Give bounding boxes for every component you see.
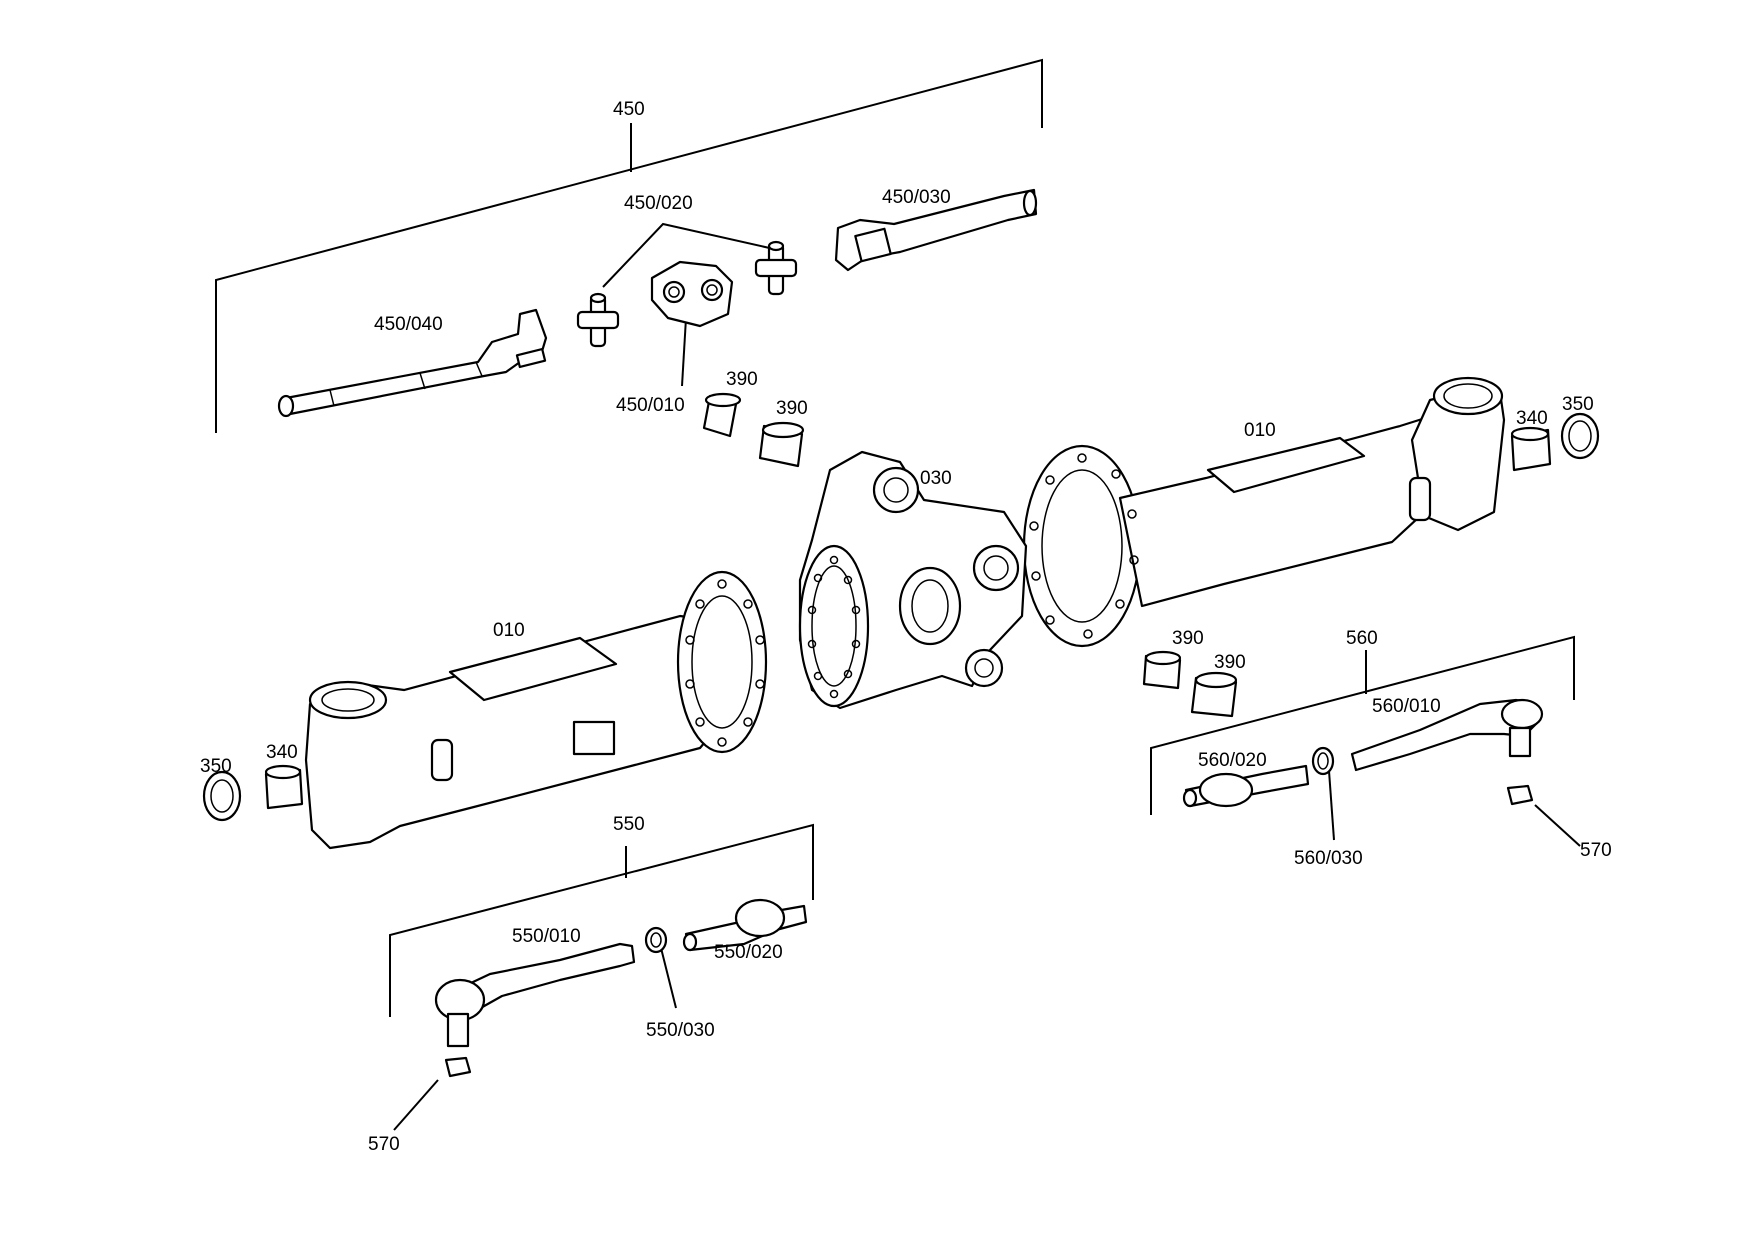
label-390-b: 390 <box>776 398 808 419</box>
label-550-010: 550/010 <box>512 926 581 947</box>
label-560-020: 560/020 <box>1198 750 1267 771</box>
bushing-390-lower-2 <box>1190 671 1238 718</box>
bolt-pattern <box>1029 453 1139 639</box>
cross-joint-450-020-left <box>576 292 620 348</box>
ball-joint-560-020 <box>1182 764 1310 808</box>
differential-housing-030 <box>798 450 1028 710</box>
group-bracket-560 <box>1150 635 1575 815</box>
seal-350-left <box>202 770 242 822</box>
label-350-right: 350 <box>1562 394 1594 415</box>
label-450-010: 450/010 <box>616 395 685 416</box>
bushing-390-upper-2 <box>758 421 805 468</box>
label-390-c: 390 <box>1172 628 1204 649</box>
nut-570-left <box>444 1056 472 1078</box>
label-550-020: 550/020 <box>714 942 783 963</box>
label-390-d: 390 <box>1214 652 1246 673</box>
axle-housing-010-left <box>304 570 768 850</box>
label-010-left: 010 <box>493 620 525 641</box>
label-450-030: 450/030 <box>882 187 951 208</box>
bushing-340-right <box>1510 426 1552 472</box>
nut-570-right <box>1506 784 1534 806</box>
bushing-390-lower-1 <box>1142 650 1182 690</box>
label-010-right: 010 <box>1244 420 1276 441</box>
shaft-450-040 <box>277 308 548 418</box>
bolt-pattern <box>685 579 765 747</box>
tie-rod-arm-550-010 <box>434 942 636 1048</box>
label-550: 550 <box>613 814 645 835</box>
label-450: 450 <box>613 99 645 120</box>
label-450-040: 450/040 <box>374 314 443 335</box>
bushing-390-upper-1 <box>702 392 742 438</box>
part-labels: 450 450/020 450/030 450/040 450/010 390 … <box>200 99 1612 1155</box>
label-570-left: 570 <box>368 1134 400 1155</box>
shaft-450-030 <box>834 188 1038 272</box>
label-030: 030 <box>920 468 952 489</box>
label-450-020: 450/020 <box>624 193 693 214</box>
seal-350-right <box>1560 412 1600 460</box>
center-yoke-450-010 <box>650 260 734 328</box>
ball-joint-550-020 <box>682 898 808 952</box>
leader-lines <box>393 222 1581 1131</box>
label-560: 560 <box>1346 628 1378 649</box>
tie-rod-arm-560-010 <box>1350 698 1544 772</box>
bolt-pattern <box>807 555 861 699</box>
nut-550-030 <box>644 926 668 954</box>
axle-housing-010-right <box>1022 376 1506 648</box>
nut-560-030 <box>1311 746 1335 776</box>
group-bracket-450 <box>215 58 1043 433</box>
group-bracket-550 <box>389 823 814 1017</box>
label-390-a: 390 <box>726 369 758 390</box>
label-570-right: 570 <box>1580 840 1612 861</box>
bushing-340-left <box>264 764 304 810</box>
label-340-right: 340 <box>1516 408 1548 429</box>
label-560-010: 560/010 <box>1372 696 1441 717</box>
cross-joint-450-020-right <box>754 240 798 296</box>
label-340-left: 340 <box>266 742 298 763</box>
label-560-030: 560/030 <box>1294 848 1363 869</box>
label-550-030: 550/030 <box>646 1020 715 1041</box>
label-350-left: 350 <box>200 756 232 777</box>
